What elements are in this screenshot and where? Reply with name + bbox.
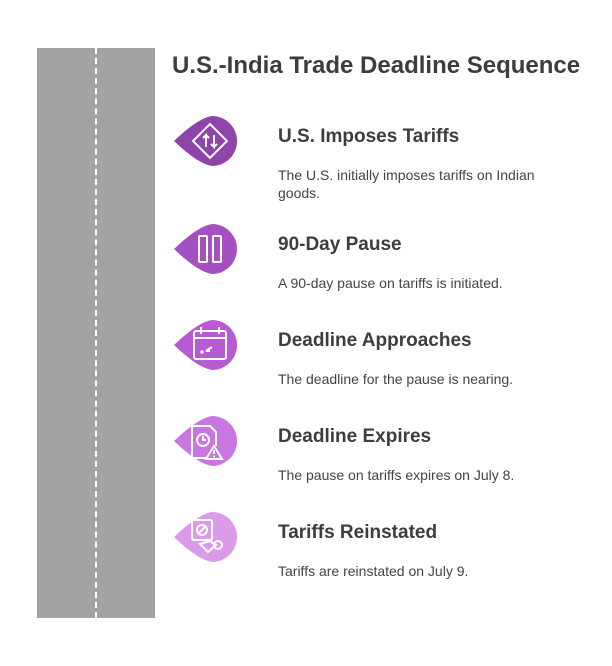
step-3: Deadline Approaches The deadline for the… bbox=[170, 318, 590, 398]
step-description: The pause on tariffs expires on July 8. bbox=[278, 467, 515, 483]
step-description: The deadline for the pause is nearing. bbox=[278, 371, 514, 387]
reinstated-icon bbox=[170, 510, 240, 564]
expired-document-icon bbox=[170, 414, 240, 468]
step-title: 90-Day Pause bbox=[278, 234, 402, 255]
step-title: Deadline Expires bbox=[278, 426, 432, 447]
calendar-icon bbox=[170, 318, 240, 372]
step-4: Deadline Expires The pause on tariffs ex… bbox=[170, 414, 590, 494]
step-title: Deadline Approaches bbox=[278, 330, 472, 351]
step-5: Tariffs Reinstated Tariffs are reinstate… bbox=[170, 510, 590, 590]
step-description: A 90-day pause on tariffs is initiated. bbox=[278, 275, 503, 291]
step-description: Tariffs are reinstated on July 9. bbox=[278, 563, 469, 579]
road-center-line bbox=[95, 48, 97, 618]
road-graphic bbox=[37, 48, 155, 618]
step-description: The U.S. initially imposes tariffs on In… bbox=[278, 167, 535, 201]
step-1: U.S. Imposes Tariffs The U.S. initially … bbox=[170, 114, 590, 201]
pause-icon bbox=[170, 222, 240, 276]
road-sign-icon bbox=[170, 114, 240, 168]
step-title: Tariffs Reinstated bbox=[278, 522, 438, 543]
page-title: U.S.-India Trade Deadline Sequence bbox=[172, 52, 581, 79]
step-title: U.S. Imposes Tariffs bbox=[278, 126, 460, 147]
step-2: 90-Day Pause A 90-day pause on tariffs i… bbox=[170, 222, 590, 302]
